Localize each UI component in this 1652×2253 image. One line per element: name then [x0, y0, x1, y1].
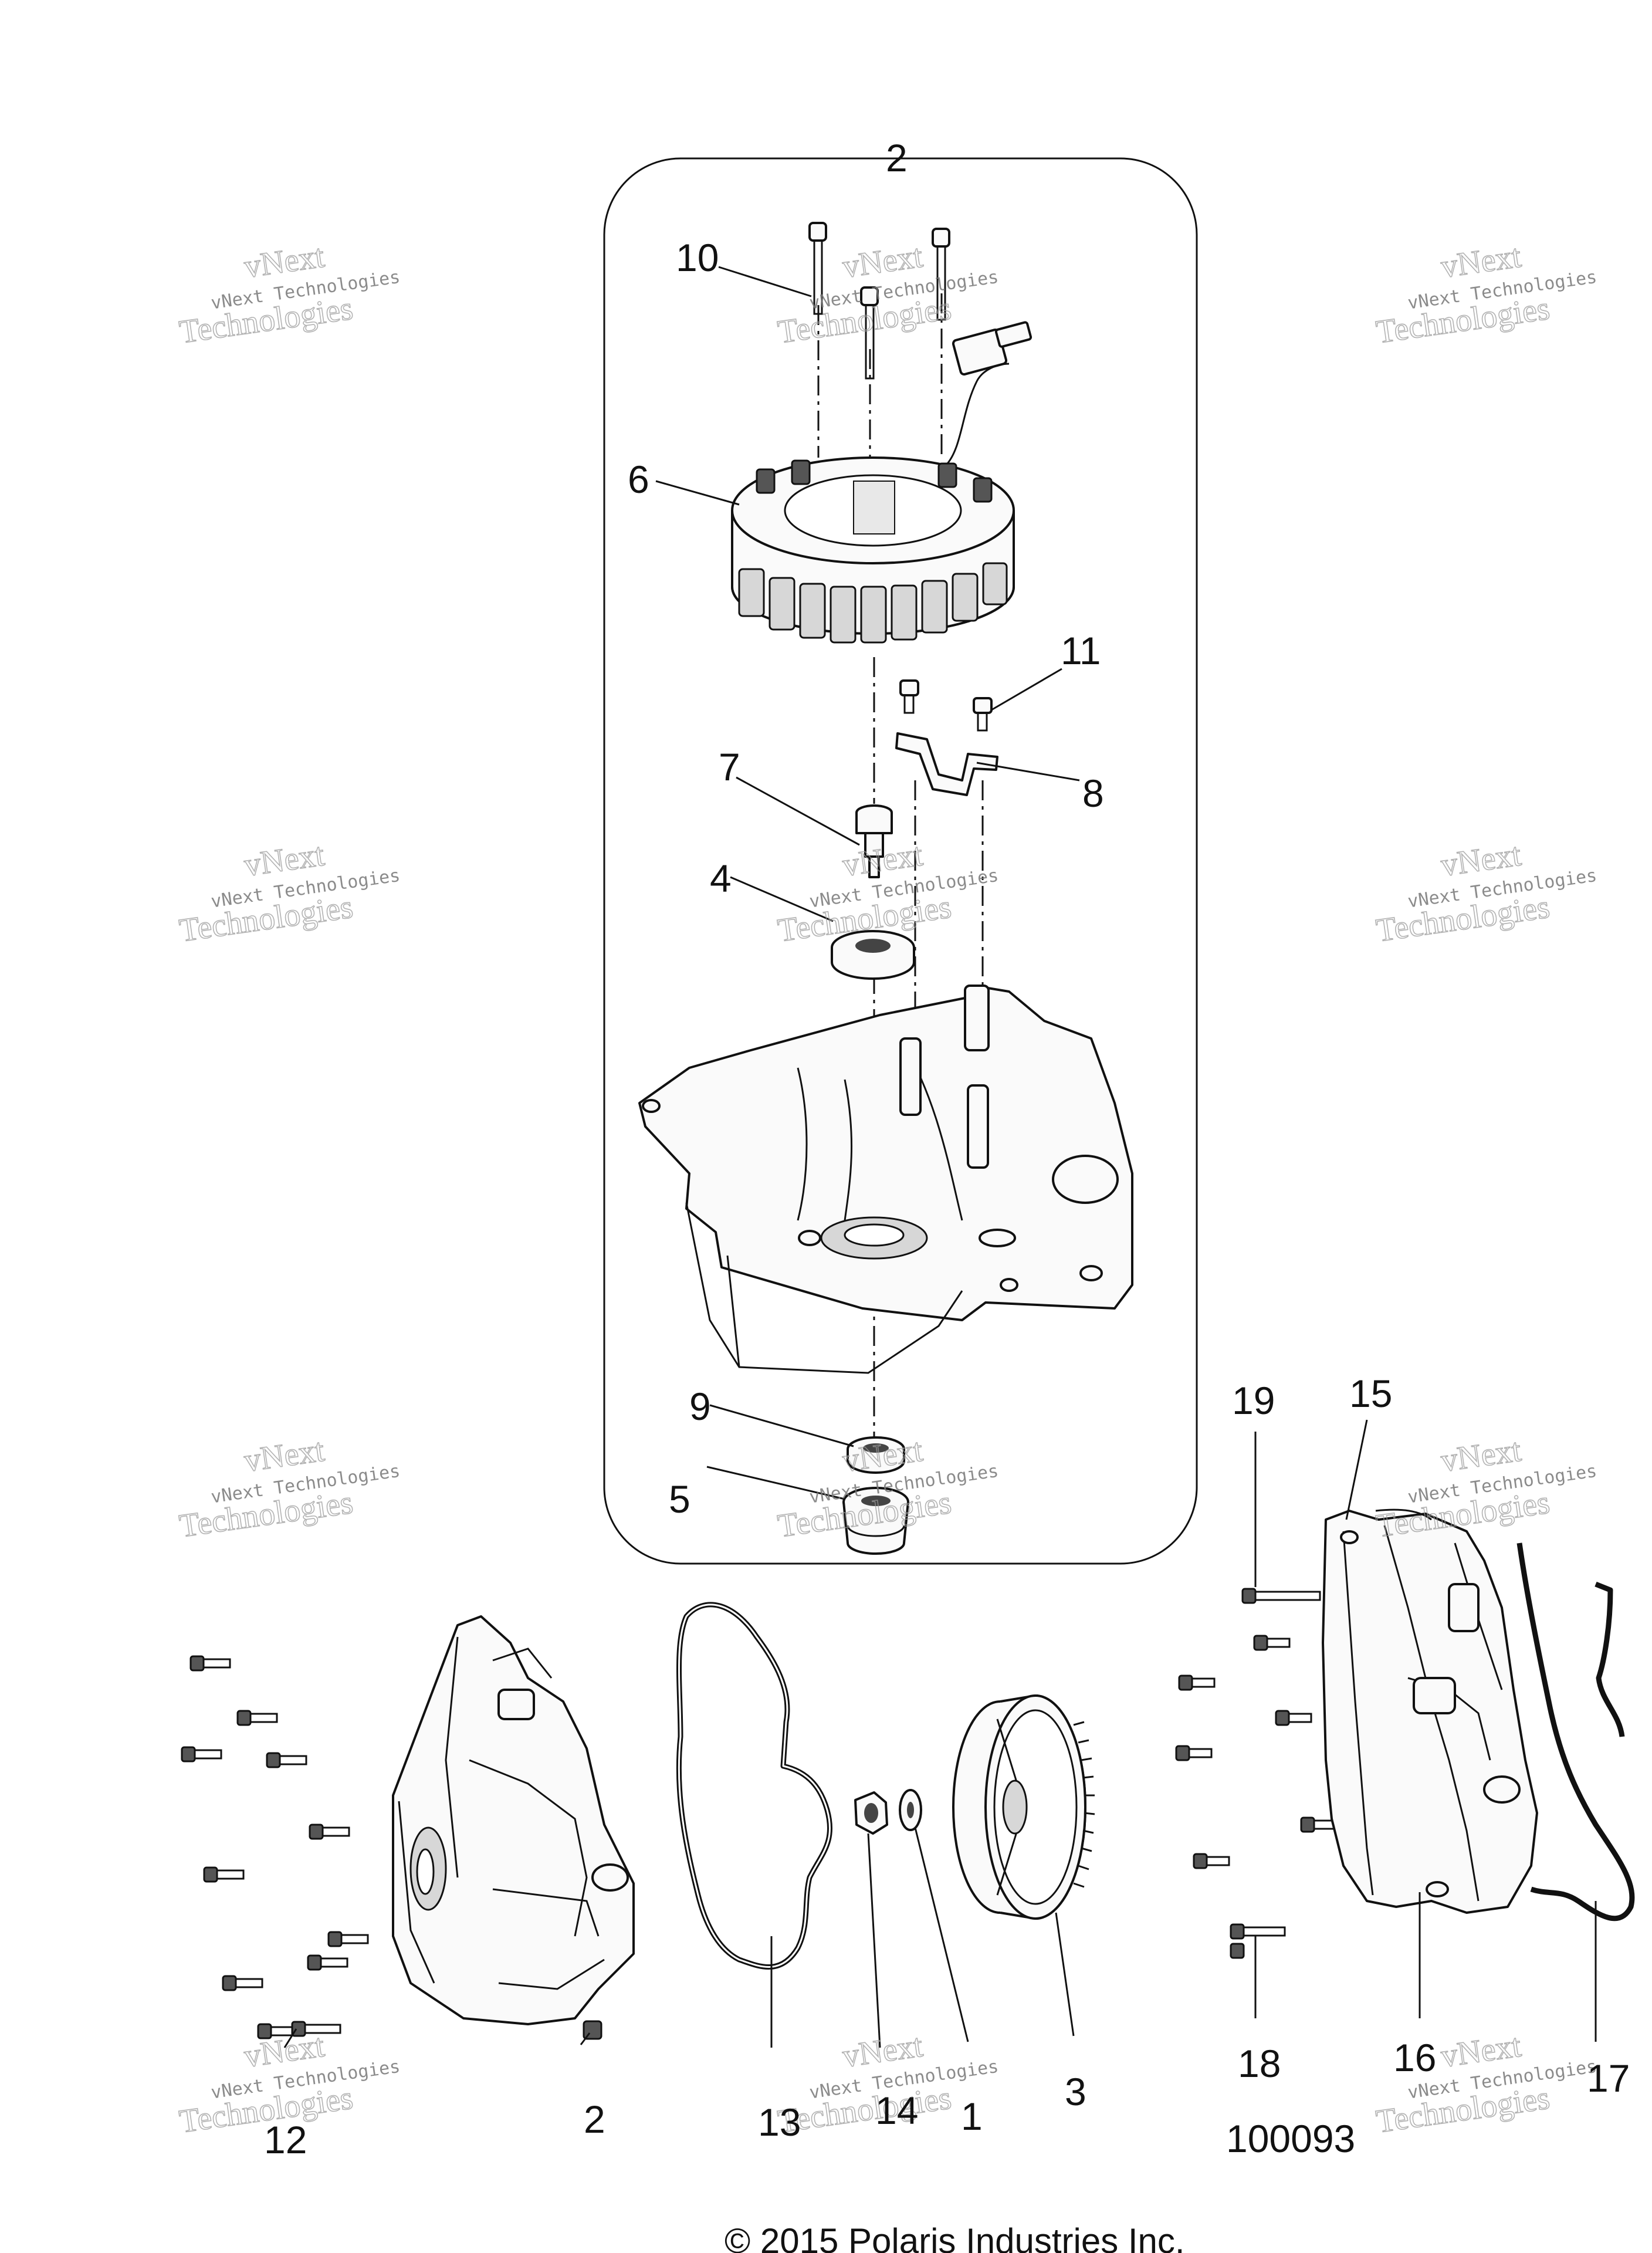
svg-text:vNext: vNext [242, 2027, 327, 2075]
stator-screws [808, 222, 950, 380]
pin [855, 804, 893, 878]
callout-13: 13 [758, 2100, 801, 2144]
flywheel [952, 1694, 1095, 1920]
stator-housing [638, 985, 1133, 1374]
svg-text:vNext: vNext [242, 238, 327, 285]
svg-text:vNext: vNext [1438, 836, 1524, 884]
callouts: 2 10 6 11 7 8 4 9 5 19 15 12 2 13 14 1 3… [264, 136, 1630, 2161]
callout-10: 10 [676, 236, 719, 279]
callout-8: 8 [1082, 772, 1104, 815]
oil-seal [847, 1436, 905, 1474]
svg-text:vNext: vNext [1438, 238, 1524, 285]
right-cover-seal [1516, 1542, 1635, 1922]
cover-bolts-right [1175, 1588, 1338, 1959]
copyright-notice: © 2015 Polaris Industries Inc. [725, 2221, 1185, 2253]
grommet [842, 1487, 909, 1555]
wire-bracket [895, 732, 998, 796]
callout-16: 16 [1393, 2036, 1436, 2079]
svg-text:vNext: vNext [1438, 1432, 1524, 1479]
callout-9: 9 [689, 1385, 711, 1428]
callout-3: 3 [1065, 2070, 1086, 2113]
svg-text:vNext: vNext [242, 836, 327, 884]
callout-18: 18 [1238, 2042, 1281, 2085]
svg-text:vNext: vNext [840, 2027, 925, 2075]
callout-5: 5 [669, 1477, 690, 1521]
flywheel-nut [854, 1791, 888, 1835]
drawing-number: 100093 [1226, 2117, 1355, 2160]
cover-gasket [676, 1602, 832, 1970]
callout-2-bottom: 2 [584, 2098, 605, 2141]
right-cover [1322, 1508, 1538, 1914]
cover-bolts-left [181, 1655, 369, 2039]
svg-text:vNext: vNext [840, 1432, 925, 1479]
callout-14: 14 [875, 2089, 918, 2132]
spacer-washer [831, 930, 915, 980]
flywheel-cover [392, 1615, 635, 2040]
callout-2-top: 2 [886, 136, 908, 180]
stator [731, 321, 1032, 644]
callout-12: 12 [264, 2118, 307, 2161]
flywheel-washer [899, 1789, 922, 1831]
callout-17: 17 [1587, 2056, 1630, 2100]
svg-text:vNext: vNext [1438, 2027, 1524, 2075]
assembly-group-frame [603, 157, 1198, 1565]
leader-lines [283, 266, 1597, 2048]
callout-19: 19 [1232, 1379, 1275, 1422]
svg-text:vNext: vNext [242, 1432, 327, 1479]
callout-6: 6 [628, 458, 649, 501]
svg-text:vNext: vNext [840, 238, 925, 285]
svg-text:vNext: vNext [840, 836, 925, 884]
bracket-bolts [899, 679, 993, 732]
callout-11: 11 [1061, 629, 1101, 672]
callout-7: 7 [719, 745, 740, 789]
callout-1: 1 [961, 2095, 983, 2138]
callout-15: 15 [1349, 1372, 1392, 1415]
callout-4: 4 [710, 857, 732, 900]
